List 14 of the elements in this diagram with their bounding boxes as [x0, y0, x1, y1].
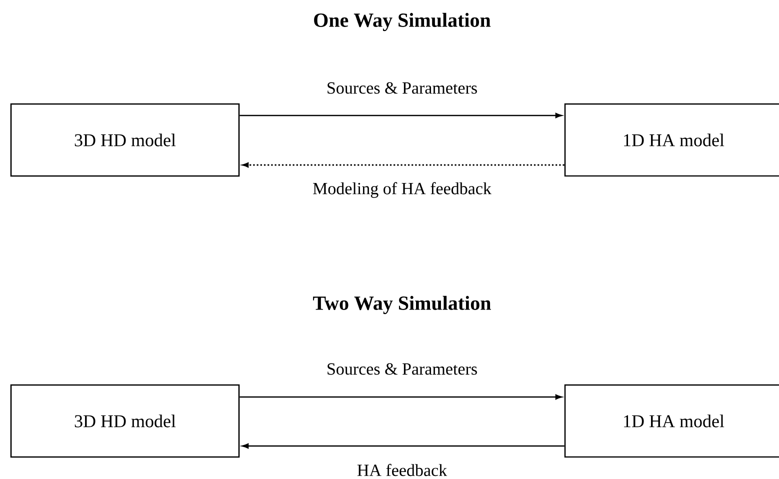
arrow — [240, 112, 562, 118]
edge-label: HA feedback — [357, 464, 448, 476]
model-box: 3D HD model — [10, 103, 240, 177]
arrow — [242, 443, 564, 449]
edge-label: Modeling of HA feedback — [313, 182, 492, 198]
model-box: 3D HD model — [10, 384, 240, 458]
model-box: 1D HA model — [564, 384, 779, 458]
section-title: One Way Simulation — [314, 12, 491, 32]
section-title: Two Way Simulation — [313, 296, 491, 314]
edge-label: Sources & Parameters — [328, 363, 477, 375]
model-box: 1D HA model — [564, 103, 779, 177]
arrow — [240, 394, 562, 400]
arrow — [242, 162, 564, 168]
edge-label: Sources & Parameters — [328, 82, 477, 94]
